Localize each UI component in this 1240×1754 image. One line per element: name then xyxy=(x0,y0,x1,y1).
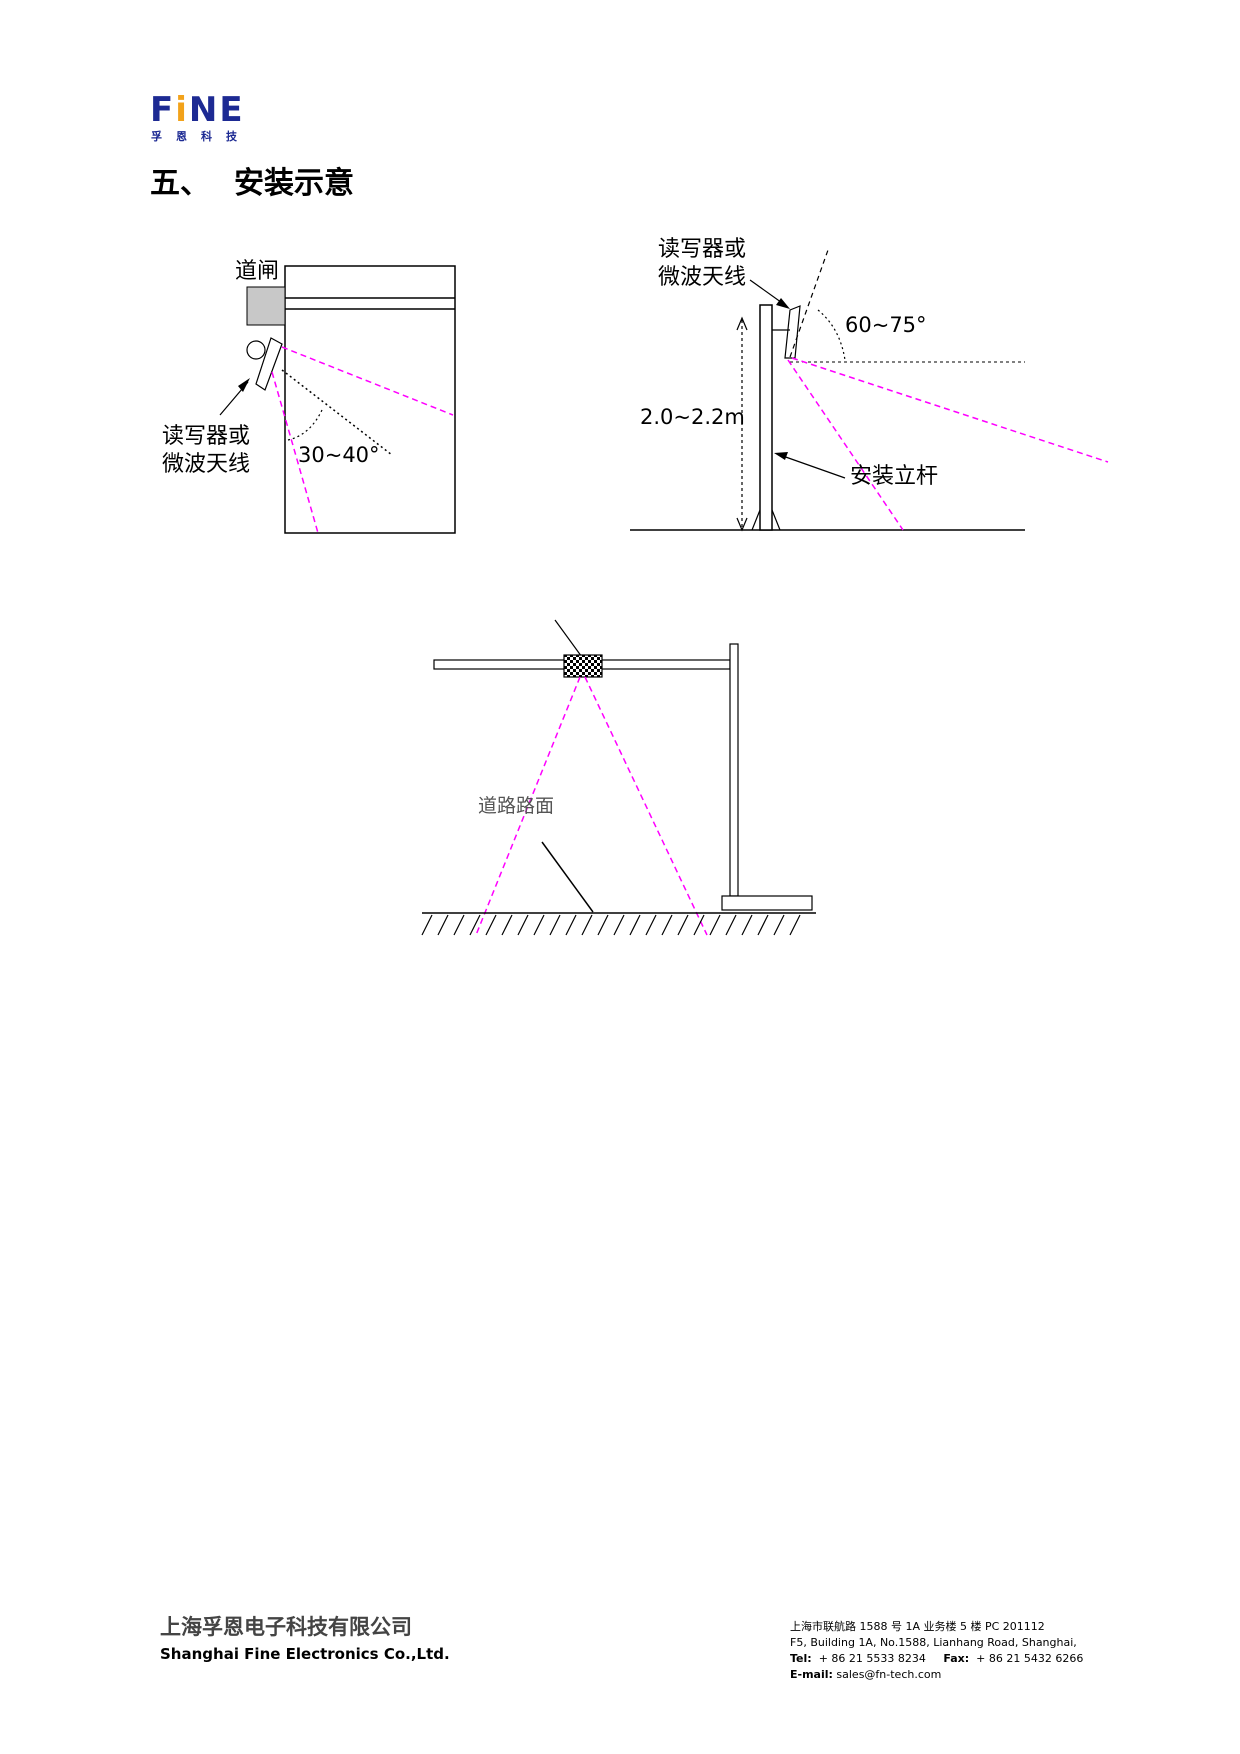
footer-address-cn: 上海市联航路 1588 号 1A 业务楼 5 楼 PC 201112 xyxy=(790,1620,1045,1633)
email-label: E-mail: xyxy=(790,1668,833,1681)
road-label: 道路路面 xyxy=(478,795,554,817)
pole-base xyxy=(751,509,781,531)
section-heading: 五、安装示意 xyxy=(150,158,354,202)
tel-label: Tel: xyxy=(790,1652,812,1665)
angle-label: 60~75° xyxy=(845,313,927,337)
reader-pointer-arrowhead xyxy=(238,378,250,392)
beam-left xyxy=(475,676,581,936)
beam-right xyxy=(584,676,708,936)
tel-value: + 86 21 5533 8234 xyxy=(818,1652,926,1665)
reader-pointer-arrowhead xyxy=(776,298,790,309)
pole-label: 安装立杆 xyxy=(850,464,938,489)
antenna-axis xyxy=(789,249,829,358)
reader-mount-circle xyxy=(246,340,266,360)
ground-hatching xyxy=(421,914,801,936)
reader-label-line2: 微波天线 xyxy=(658,265,746,290)
height-label: 2.0~2.2m xyxy=(640,405,745,429)
logo-subtitle: 孚恩科技 xyxy=(151,130,251,143)
gantry-base xyxy=(721,895,813,911)
angle-label: 30~40° xyxy=(298,443,380,467)
footer-contact-block: 上海市联航路 1588 号 1A 业务楼 5 楼 PC 201112 F5, B… xyxy=(790,1619,1083,1683)
beam-far xyxy=(791,357,1109,463)
footer-company-name-cn: 上海孚恩电子科技有限公司 xyxy=(160,1615,412,1639)
footer-email-line: E-mail: sales@fn-tech.com xyxy=(790,1667,1083,1683)
reader-label-line1: 读写器或 xyxy=(162,424,250,449)
company-logo: FiNE 孚恩科技 xyxy=(150,92,250,144)
height-arrow-top xyxy=(736,316,748,331)
mounting-pole xyxy=(759,304,773,531)
reader-device xyxy=(563,654,603,678)
angle-arc xyxy=(817,309,846,361)
reader-label-line1: 读写器或 xyxy=(658,237,746,262)
reader-label-line2: 微波天线 xyxy=(162,452,250,477)
reader-antenna xyxy=(784,305,801,359)
footer-address-en: F5, Building 1A, No.1588, Lianhang Road,… xyxy=(790,1636,1077,1649)
beam-near xyxy=(787,359,904,531)
email-link[interactable]: sales@fn-tech.com xyxy=(836,1668,942,1681)
footer-company-name-en: Shanghai Fine Electronics Co.,Ltd. xyxy=(160,1645,450,1663)
road-pointer xyxy=(541,841,594,913)
reader-antenna xyxy=(255,337,283,391)
figure-overhead-gantry: 道路路面 xyxy=(421,619,816,936)
beam-upper xyxy=(281,346,454,416)
figure-pole-mount: 读写器或 微波天线 60~75° 2.0~2.2m 安装立杆 xyxy=(630,237,1109,532)
gantry-pole xyxy=(729,643,739,897)
angle-arc xyxy=(287,409,323,441)
beam-lower xyxy=(271,371,319,534)
section-number: 五、 xyxy=(150,166,210,201)
pole-pointer xyxy=(779,454,846,479)
footer-phone-line: Tel: + 86 21 5533 8234 Fax: + 86 21 5432… xyxy=(790,1651,1083,1667)
gate-housing xyxy=(284,265,456,534)
angle-reference-line xyxy=(281,369,393,456)
pole-pointer-arrowhead xyxy=(774,452,788,460)
section-title: 安装示意 xyxy=(234,166,354,201)
gate-label: 道闸 xyxy=(235,259,279,284)
height-arrow-bottom xyxy=(736,517,748,532)
fax-label: Fax: xyxy=(943,1652,970,1665)
logo-wordmark: FiNE xyxy=(150,90,245,130)
gate-box xyxy=(246,286,286,326)
fax-value: + 86 21 5432 6266 xyxy=(976,1652,1084,1665)
figure-barrier-gate: 道闸 读写器或 微波天线 30~40° xyxy=(162,259,456,534)
